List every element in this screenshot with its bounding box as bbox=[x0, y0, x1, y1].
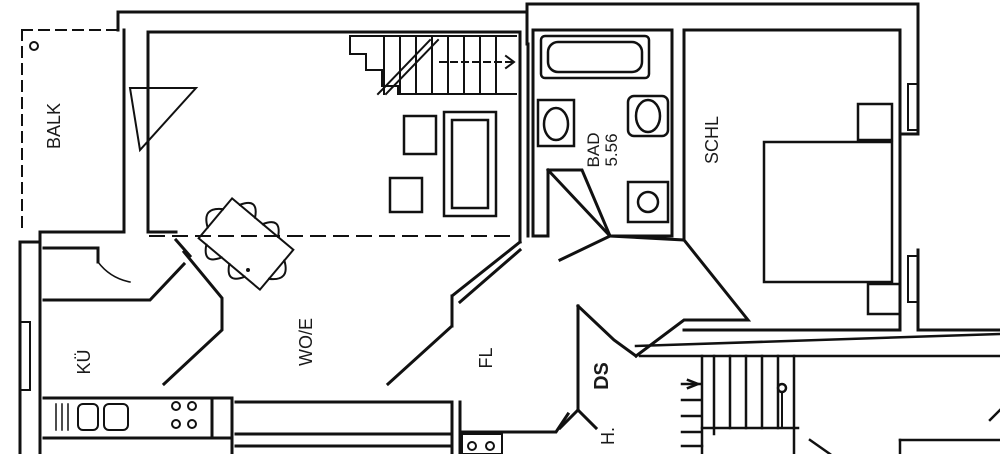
bath-area: 5.56 bbox=[602, 133, 621, 167]
interior-walls-center bbox=[385, 30, 530, 387]
sofa bbox=[442, 110, 498, 218]
bedroom-window bbox=[907, 83, 919, 303]
stair-newel-icon bbox=[776, 382, 788, 394]
room-label-bedroom: SCHL bbox=[702, 115, 722, 165]
dining-set bbox=[197, 196, 295, 292]
balcony-drain-icon bbox=[29, 41, 39, 51]
kitchen-window bbox=[19, 321, 31, 391]
toilet bbox=[536, 98, 576, 148]
room-label-bath: BAD 5.56 bbox=[584, 132, 621, 168]
kitchen-counter bbox=[42, 396, 571, 454]
kitchen-sink bbox=[77, 403, 129, 431]
armchair-bottom bbox=[388, 176, 424, 214]
living-west-wall bbox=[18, 28, 178, 454]
washbasin bbox=[626, 94, 670, 138]
hall-walls bbox=[545, 167, 752, 431]
stove-icon bbox=[171, 401, 197, 429]
bedroom-walls bbox=[682, 82, 1000, 332]
room-label-balcony: BALK bbox=[44, 102, 64, 150]
staircase-top bbox=[349, 35, 517, 96]
balcony-door-swing bbox=[128, 87, 199, 153]
stair-mark: DS bbox=[591, 362, 613, 390]
room-label-living: WO/E bbox=[296, 318, 316, 366]
shower bbox=[626, 180, 670, 224]
drainboard bbox=[55, 403, 69, 431]
partial-label: H. bbox=[598, 427, 618, 445]
bath-name: BAD bbox=[584, 132, 604, 168]
bathtub bbox=[539, 34, 651, 80]
stairwell bbox=[634, 332, 1000, 454]
top-exterior-wall bbox=[116, 2, 920, 86]
kitchen-partition bbox=[42, 237, 224, 387]
balcony-outline bbox=[21, 29, 119, 233]
room-label-hall: FL bbox=[476, 347, 496, 369]
bed bbox=[762, 102, 902, 316]
bottom-appliance bbox=[461, 433, 503, 454]
room-label-kitchen: KÜ bbox=[74, 349, 94, 375]
kitchen-door-arc bbox=[96, 260, 131, 283]
armchair-top bbox=[402, 114, 438, 156]
